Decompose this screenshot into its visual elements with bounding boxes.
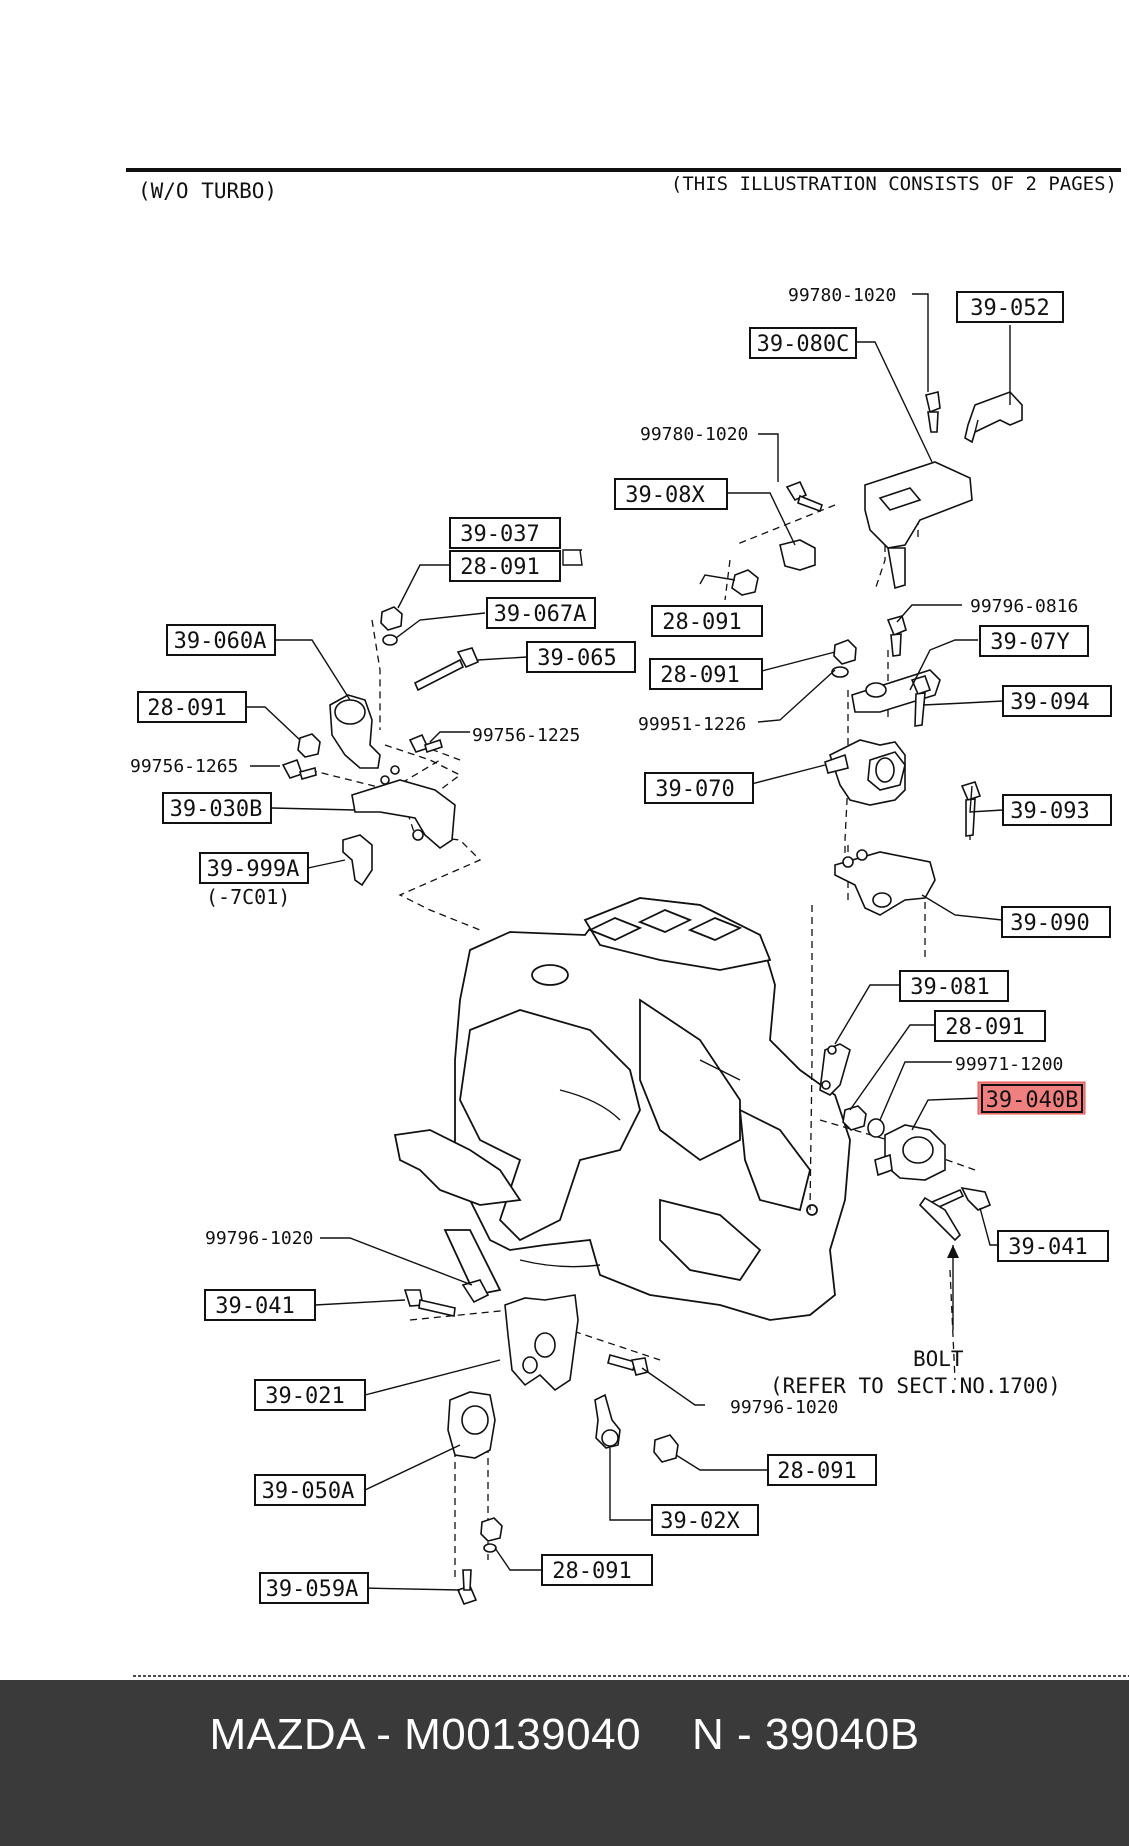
label-99951-1226: 99951-1226 [638, 714, 746, 735]
footer-part-number: M00139040 [404, 1710, 642, 1759]
svg-text:39-030B: 39-030B [170, 797, 263, 822]
footer-separator: - [363, 1710, 405, 1759]
svg-text:39-059A: 39-059A [266, 1577, 359, 1602]
label-99796-1020-bottom: 99796-1020 [730, 1397, 838, 1418]
svg-text:39-070: 39-070 [655, 777, 734, 802]
svg-text:28-091: 28-091 [147, 696, 226, 721]
label-39-090: 39-090 [1001, 906, 1111, 938]
header-note: (THIS ILLUSTRATION CONSISTS OF 2 PAGES) [671, 173, 1117, 195]
label-39-080C: 39-080C [749, 327, 857, 359]
label-39-060A: 39-060A [166, 624, 276, 656]
diagram-canvas: (W/O TURBO) (THIS ILLUSTRATION CONSISTS … [126, 168, 1129, 1677]
svg-text:28-091: 28-091 [662, 610, 741, 635]
svg-text:39-081: 39-081 [910, 975, 989, 1000]
svg-text:39-037: 39-037 [460, 522, 539, 547]
svg-text:39-02X: 39-02X [660, 1509, 740, 1534]
label-7c01: (-7C01) [206, 885, 290, 909]
svg-text:28-091: 28-091 [777, 1459, 856, 1484]
label-39-052: 39-052 [956, 291, 1064, 323]
footer-catalog-number: N - 39040B [691, 1710, 920, 1759]
label-99780-1020-mid: 99780-1020 [640, 424, 748, 445]
svg-text:39-041: 39-041 [215, 1294, 294, 1319]
svg-text:39-060A: 39-060A [174, 629, 267, 654]
svg-text:39-080C: 39-080C [757, 332, 850, 357]
footer-brand: MAZDA [209, 1710, 364, 1759]
label-39-02X: 39-02X [651, 1504, 759, 1536]
label-28-091-g: 28-091 [767, 1454, 877, 1486]
label-28-091-b: 28-091 [649, 658, 763, 690]
svg-text:39-052: 39-052 [970, 296, 1049, 321]
svg-text:39-093: 39-093 [1010, 799, 1089, 824]
label-99796-1020-left: 99796-1020 [205, 1228, 313, 1249]
footer-caption: MAZDA - M00139040 N - 39040B [0, 1710, 1129, 1760]
label-39-08X: 39-08X [614, 478, 728, 510]
label-99756-1265: 99756-1265 [130, 756, 238, 777]
label-39-050A: 39-050A [254, 1474, 366, 1506]
label-99756-1225: 99756-1225 [472, 725, 580, 746]
svg-text:39-094: 39-094 [1010, 690, 1089, 715]
svg-text:39-065: 39-065 [537, 646, 616, 671]
label-bolt: BOLT [913, 1347, 964, 1371]
label-39-041-right: 39-041 [997, 1230, 1109, 1262]
label-39-067A: 39-067A [486, 597, 596, 629]
label-39-093: 39-093 [1002, 794, 1112, 826]
right-parts [731, 391, 1023, 1330]
svg-text:39-090: 39-090 [1010, 911, 1089, 936]
label-99796-0816: 99796-0816 [970, 596, 1078, 617]
svg-text:39-999A: 39-999A [207, 857, 300, 882]
svg-text:28-091: 28-091 [945, 1015, 1024, 1040]
svg-text:28-091: 28-091 [660, 663, 739, 688]
label-39-999A: 39-999A [199, 852, 309, 884]
svg-text:39-07Y: 39-07Y [990, 630, 1069, 655]
label-39-07Y: 39-07Y [979, 625, 1089, 657]
header-title: (W/O TURBO) [138, 179, 277, 203]
left-parts [281, 606, 679, 1605]
svg-text:39-021: 39-021 [265, 1384, 344, 1409]
label-39-037: 39-037 [449, 517, 561, 549]
label-99971-1200: 99971-1200 [955, 1054, 1063, 1075]
footer-gap [641, 1710, 692, 1759]
part-labels: 39-052 39-080C 39-08X 28-091 28-091 39-0… [137, 291, 1112, 1604]
svg-text:39-050A: 39-050A [262, 1479, 355, 1504]
label-39-081: 39-081 [899, 970, 1009, 1002]
label-39-040B: 39-040B [977, 1081, 1086, 1115]
label-39-094: 39-094 [1002, 685, 1112, 717]
label-39-065: 39-065 [526, 641, 636, 673]
svg-text:39-067A: 39-067A [494, 602, 587, 627]
engine-block-illustration [393, 897, 851, 1321]
label-39-070: 39-070 [644, 772, 754, 804]
label-39-030B: 39-030B [162, 792, 272, 824]
label-28-091-f: 28-091 [541, 1554, 653, 1586]
label-39-021: 39-021 [254, 1379, 366, 1411]
label-39-059A: 39-059A [259, 1572, 369, 1604]
footer-bar: MAZDA - M00139040 N - 39040B [0, 1680, 1129, 1846]
svg-text:39-041: 39-041 [1008, 1235, 1087, 1260]
parts-diagram: (W/O TURBO) (THIS ILLUSTRATION CONSISTS … [126, 168, 1129, 1677]
svg-text:39-08X: 39-08X [625, 483, 705, 508]
label-99780-1020-top: 99780-1020 [788, 285, 896, 306]
svg-text:39-040B: 39-040B [986, 1088, 1079, 1113]
label-39-041-left: 39-041 [204, 1289, 316, 1321]
label-28-091-e: 28-091 [137, 691, 247, 723]
label-28-091-c: 28-091 [934, 1010, 1046, 1042]
label-28-091-d: 28-091 [449, 550, 561, 582]
svg-text:28-091: 28-091 [460, 555, 539, 580]
leader-lines [245, 293, 1011, 1591]
label-refer-section: (REFER TO SECT.NO.1700) [770, 1374, 1061, 1398]
svg-text:28-091: 28-091 [552, 1559, 631, 1584]
label-28-091-a: 28-091 [651, 605, 763, 637]
plain-labels: 99780-1020 99780-1020 99796-0816 99951-1… [130, 285, 1078, 1418]
